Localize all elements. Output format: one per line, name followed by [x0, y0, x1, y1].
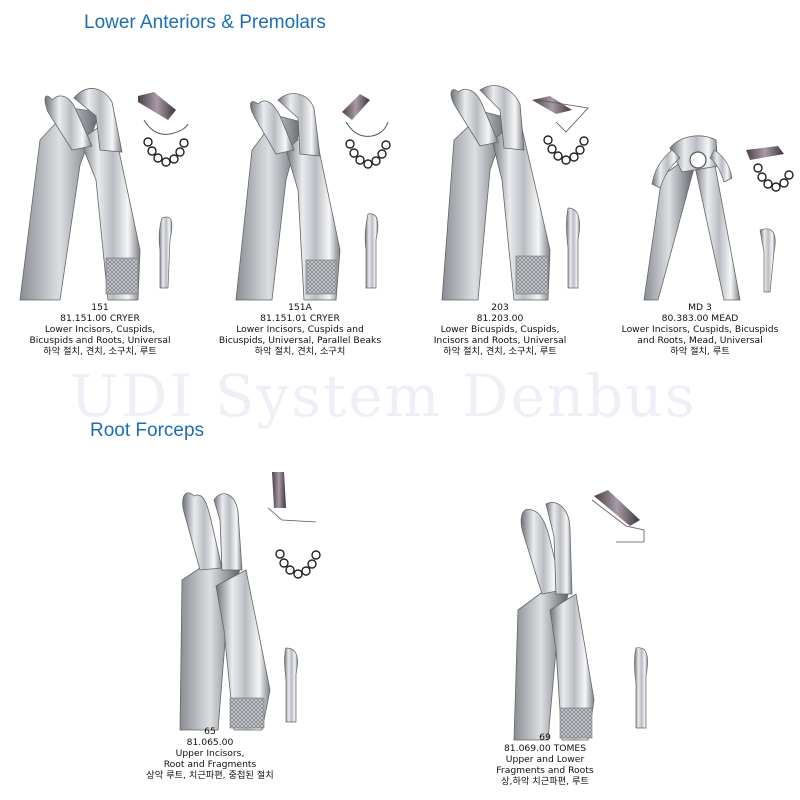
caption-203: 203 81.203.00 Lower Bicuspids, Cuspids, … [400, 302, 600, 357]
caption-md3: MD 3 80.383.00 MEAD Lower Incisors, Cusp… [600, 302, 800, 357]
product-code: 81.151.01 CRYER [260, 313, 340, 324]
product-number: 65 [204, 726, 216, 737]
product-desc-line1: Lower Incisors, Cuspids and [236, 324, 364, 335]
forceps-151-image [19, 88, 189, 301]
forceps-151a-image [235, 93, 391, 301]
forceps-65-image [179, 472, 321, 731]
product-code: 81.151.00 CRYER [60, 313, 140, 324]
product-65: 65 81.065.00 Upper Incisors, Root and Fr… [130, 460, 350, 800]
product-desc-line2: Fragments and Roots [496, 765, 594, 776]
watermark: UDI System Denbus [70, 362, 697, 430]
product-korean: 하악 절치, 견치, 소구치, 루트 [43, 346, 157, 357]
product-desc-line2: Bicuspids and Roots, Universal [29, 335, 171, 346]
product-desc-line1: Lower Incisors, Cuspids, Bicuspids [621, 324, 779, 335]
product-desc-line2: Incisors and Roots, Universal [433, 335, 567, 346]
product-korean: 상악 루트, 치근파편, 중첩된 절치 [146, 770, 274, 781]
product-korean: 하악 절치, 견치, 소구치 [254, 346, 346, 357]
section-title-lower-anteriors: Lower Anteriors & Premolars [84, 12, 326, 33]
product-md3: MD 3 80.383.00 MEAD Lower Incisors, Cusp… [600, 0, 800, 360]
product-code: 81.065.00 [186, 737, 234, 748]
product-korean: 하악 절치, 견치, 소구치, 루트 [443, 346, 557, 357]
product-korean: 하악 절치, 루트 [670, 346, 730, 357]
product-number: MD 3 [688, 302, 712, 313]
product-desc-line2: Root and Fragments [163, 759, 257, 770]
product-desc-line1: Lower Incisors, Cuspids, [44, 324, 156, 335]
product-code: 80.383.00 MEAD [661, 313, 739, 324]
caption-65: 65 81.065.00 Upper Incisors, Root and Fr… [130, 726, 290, 781]
product-151: 151 81.151.00 CRYER Lower Incisors, Cusp… [0, 0, 200, 360]
product-desc-line2: Bicuspids, Universal, Parallel Beaks [218, 335, 382, 346]
caption-151a: 151A 81.151.01 CRYER Lower Incisors, Cus… [200, 302, 400, 357]
product-code: 81.069.00 TOMES [503, 743, 587, 754]
product-number: 203 [491, 302, 509, 313]
product-number: 151A [288, 302, 312, 313]
product-number: 151 [91, 302, 109, 313]
section-title-root-forceps: Root Forceps [90, 420, 205, 441]
product-desc-line1: Lower Bicuspids, Cuspids, [440, 324, 560, 335]
forceps-203-image [441, 85, 589, 301]
product-69: 69 81.069.00 TOMES Upper and Lower Fragm… [460, 470, 680, 800]
product-korean: 상,하악 치근파편, 루트 [501, 776, 589, 787]
caption-151: 151 81.151.00 CRYER Lower Incisors, Cusp… [0, 302, 200, 357]
product-desc-line1: Upper and Lower [505, 754, 585, 765]
product-desc-line1: Upper Incisors, [175, 748, 245, 759]
forceps-md3-image [643, 135, 794, 301]
forceps-69-image [513, 490, 648, 741]
product-151a: 151A 81.151.01 CRYER Lower Incisors, Cus… [200, 0, 400, 360]
product-code: 81.203.00 [476, 313, 524, 324]
product-desc-line2: and Roots, Mead, Universal [637, 335, 763, 346]
product-number: 69 [539, 732, 551, 743]
product-203: 203 81.203.00 Lower Bicuspids, Cuspids, … [400, 0, 600, 360]
caption-69: 69 81.069.00 TOMES Upper and Lower Fragm… [460, 732, 630, 787]
